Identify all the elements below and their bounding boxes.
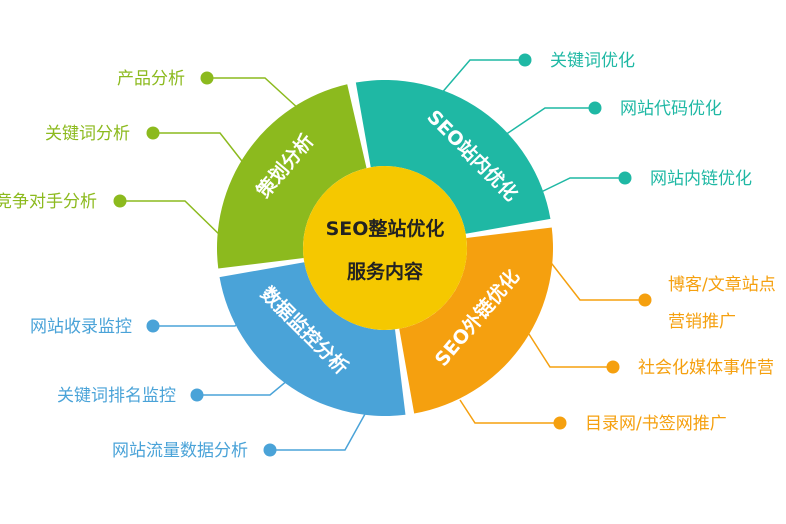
- teal-connectors: [439, 59, 625, 196]
- dot: [518, 53, 532, 67]
- dot: [638, 293, 652, 307]
- dot: [606, 360, 620, 374]
- green-connectors: [120, 77, 301, 241]
- branch-label: 竞争对手分析: [0, 192, 97, 212]
- center-circle: [303, 166, 467, 330]
- branch-label: 营销推广: [668, 312, 736, 332]
- segment-offpage: [399, 227, 553, 414]
- branch-label: 产品分析: [117, 69, 185, 89]
- dot: [553, 416, 567, 430]
- dot: [200, 71, 214, 85]
- branch-label: 关键词排名监控: [57, 386, 176, 406]
- segment-monitoring: [219, 262, 406, 416]
- branch-label: 关键词优化: [550, 51, 635, 71]
- dot: [113, 194, 127, 208]
- branch-label: 网站收录监控: [30, 317, 132, 337]
- center-title: SEO整站优化: [326, 217, 445, 240]
- center-subtitle: 服务内容: [347, 260, 423, 283]
- dot: [618, 171, 632, 185]
- branch-label: 关键词分析: [45, 124, 130, 144]
- dot: [146, 319, 160, 333]
- orange-connectors: [459, 254, 645, 424]
- segment-onpage: [355, 80, 551, 234]
- branch-label: 社会化媒体事件营: [638, 358, 774, 378]
- branch-label: 目录网/书签网推广: [585, 414, 727, 434]
- branch-label: 网站代码优化: [620, 99, 722, 119]
- branch-label: 博客/文章站点: [668, 275, 776, 295]
- dot: [190, 388, 204, 402]
- dot: [263, 443, 277, 457]
- branch-label: 网站流量数据分析: [112, 441, 248, 461]
- segment-planning: [216, 84, 367, 269]
- dot: [588, 101, 602, 115]
- dot: [146, 126, 160, 140]
- branch-label: 网站内链优化: [650, 169, 752, 189]
